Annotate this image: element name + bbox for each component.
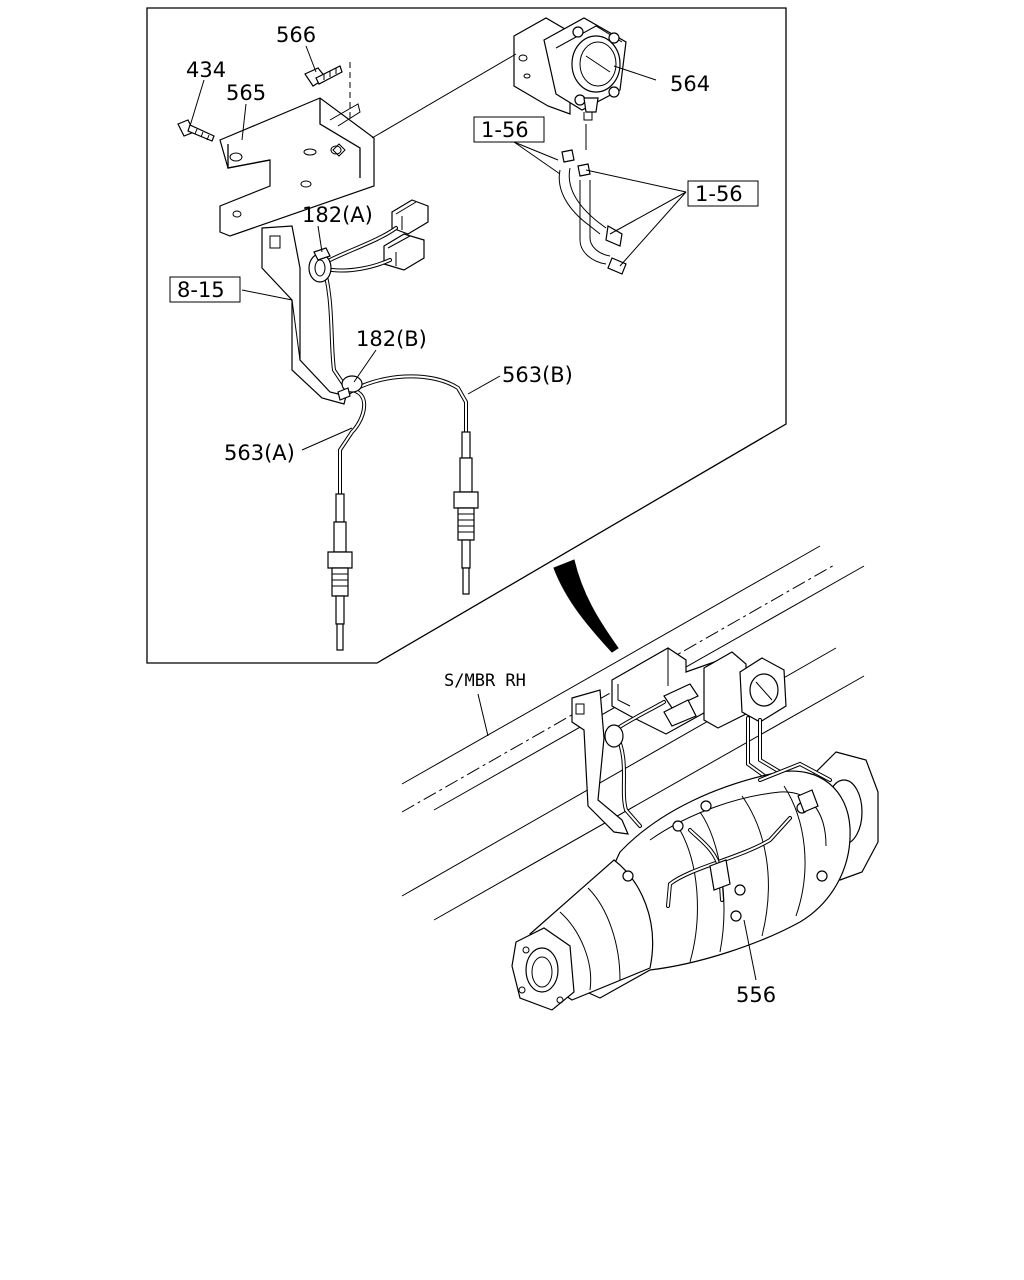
harness-bracket-8-15 (261, 225, 347, 405)
callout-box-1-56-b (687, 180, 759, 207)
sensor-564 (513, 17, 627, 150)
temp-sensor-563a (327, 493, 353, 651)
callout-182a: 182(A) (302, 203, 373, 227)
sensor-tubes (558, 149, 627, 275)
connectors (383, 199, 429, 271)
bracket-565 (219, 97, 375, 237)
callout-563a: 563(A) (224, 441, 295, 465)
callout-563b: 563(B) (502, 363, 573, 387)
temp-sensor-563b (453, 431, 479, 595)
sensor-wires (308, 226, 468, 496)
bolt-566 (304, 65, 343, 87)
callout-566: 566 (276, 23, 316, 47)
callout-434: 434 (186, 58, 226, 82)
leader-556 (743, 919, 757, 981)
bracket-assembly-installed (571, 647, 787, 835)
callout-182b: 182(B) (356, 327, 427, 351)
callout-box-1-56-a (473, 116, 545, 143)
detail-frame (146, 7, 787, 664)
callout-556: 556 (736, 983, 776, 1007)
dpf-assembly-556 (511, 751, 879, 1011)
callout-smbr-rh: S/MBR RH (444, 671, 526, 691)
callout-1-56-a: 1-56 (481, 118, 529, 142)
leader-lines (189, 45, 687, 451)
callout-565: 565 (226, 81, 266, 105)
callout-1-56-b: 1-56 (695, 182, 743, 206)
callout-564: 564 (670, 72, 710, 96)
callout-box-8-15 (169, 276, 241, 303)
bolt-434 (177, 119, 215, 142)
smbr-leader (477, 693, 489, 737)
view-arrow (553, 559, 619, 653)
callout-8-15: 8-15 (177, 278, 225, 302)
